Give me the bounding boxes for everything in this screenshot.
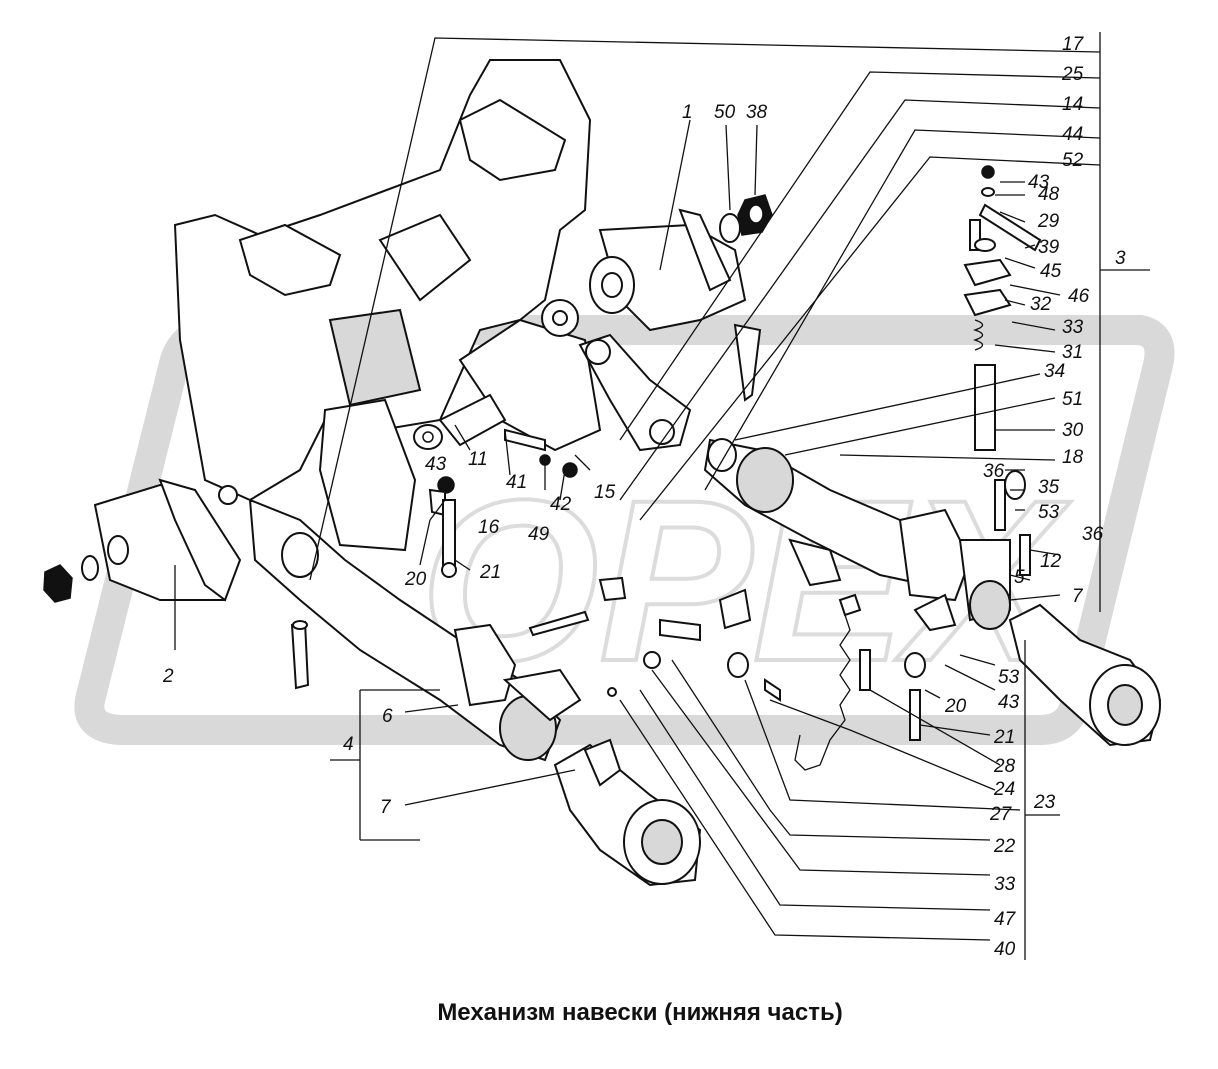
link-arm-25 xyxy=(578,323,762,452)
label-52: 52 xyxy=(1062,150,1084,171)
label-4: 4 xyxy=(343,734,354,755)
label-7-right: 7 xyxy=(1072,586,1084,607)
label-43-bottom: 43 xyxy=(998,692,1020,713)
label-43-left: 43 xyxy=(425,454,447,475)
label-1: 1 xyxy=(682,102,693,123)
label-22: 22 xyxy=(993,836,1016,857)
label-34: 34 xyxy=(1044,361,1065,382)
label-20-left: 20 xyxy=(404,569,427,590)
ball-end-right-7 xyxy=(1008,603,1162,747)
label-45: 45 xyxy=(1040,261,1062,282)
label-20-right: 20 xyxy=(944,696,967,717)
label-2: 2 xyxy=(162,666,174,687)
label-39: 39 xyxy=(1038,237,1060,258)
label-6: 6 xyxy=(382,706,393,727)
label-5: 5 xyxy=(1014,567,1025,588)
label-32: 32 xyxy=(1030,294,1052,315)
label-30: 30 xyxy=(1062,420,1084,441)
label-23: 23 xyxy=(1033,792,1056,813)
label-3: 3 xyxy=(1115,248,1126,269)
label-12: 12 xyxy=(1040,551,1062,572)
label-51: 51 xyxy=(1062,389,1083,410)
adjuster-stack-3 xyxy=(963,165,1042,576)
label-14: 14 xyxy=(1062,94,1083,115)
label-47: 47 xyxy=(994,909,1017,930)
label-43-top: 43 xyxy=(1028,172,1050,193)
label-40: 40 xyxy=(994,939,1016,960)
label-24: 24 xyxy=(993,779,1015,800)
label-27: 27 xyxy=(989,804,1013,825)
label-25: 25 xyxy=(1061,64,1084,85)
label-38: 38 xyxy=(746,102,768,123)
pin-parts-11 xyxy=(413,393,578,478)
label-53-top: 53 xyxy=(1038,502,1060,523)
label-28: 28 xyxy=(993,756,1016,777)
label-41: 41 xyxy=(506,472,527,493)
label-17: 17 xyxy=(1062,34,1085,55)
side-bracket-2 xyxy=(43,478,242,603)
label-29: 29 xyxy=(1037,211,1060,232)
label-16: 16 xyxy=(478,517,500,538)
leader-lines xyxy=(174,32,1150,960)
lower-link-left-4 xyxy=(248,498,582,762)
label-42: 42 xyxy=(550,494,572,515)
washer-nut-50-38 xyxy=(719,194,773,243)
pin-17 xyxy=(290,620,310,690)
label-21-right: 21 xyxy=(993,727,1015,748)
bolt-set-left xyxy=(428,476,457,578)
label-21-left: 21 xyxy=(479,562,501,583)
label-49: 49 xyxy=(528,524,550,545)
part-number-labels: 17 25 14 44 52 43 48 29 39 3 45 46 32 33… xyxy=(162,34,1126,960)
label-44: 44 xyxy=(1062,124,1083,145)
chain-assembly-23 xyxy=(528,576,926,771)
lower-link-right-18 xyxy=(703,438,1011,632)
label-11: 11 xyxy=(468,449,488,470)
ball-end-left-7 xyxy=(553,738,702,887)
label-53-bottom: 53 xyxy=(998,667,1020,688)
label-33-top: 33 xyxy=(1062,317,1084,338)
bracket-part-1 xyxy=(589,208,747,332)
label-35: 35 xyxy=(1038,477,1060,498)
label-31: 31 xyxy=(1062,342,1083,363)
label-36-right: 36 xyxy=(1082,524,1104,545)
label-18: 18 xyxy=(1062,447,1084,468)
label-36-top: 36 xyxy=(983,461,1005,482)
label-7-left: 7 xyxy=(380,797,392,818)
label-33-bottom: 33 xyxy=(994,874,1016,895)
label-48: 48 xyxy=(1038,184,1060,205)
label-50: 50 xyxy=(714,102,736,123)
diagram-caption: Механизм навески (нижняя часть) xyxy=(437,999,842,1026)
label-46: 46 xyxy=(1068,286,1090,307)
label-15: 15 xyxy=(594,482,616,503)
main-frame xyxy=(173,59,602,552)
